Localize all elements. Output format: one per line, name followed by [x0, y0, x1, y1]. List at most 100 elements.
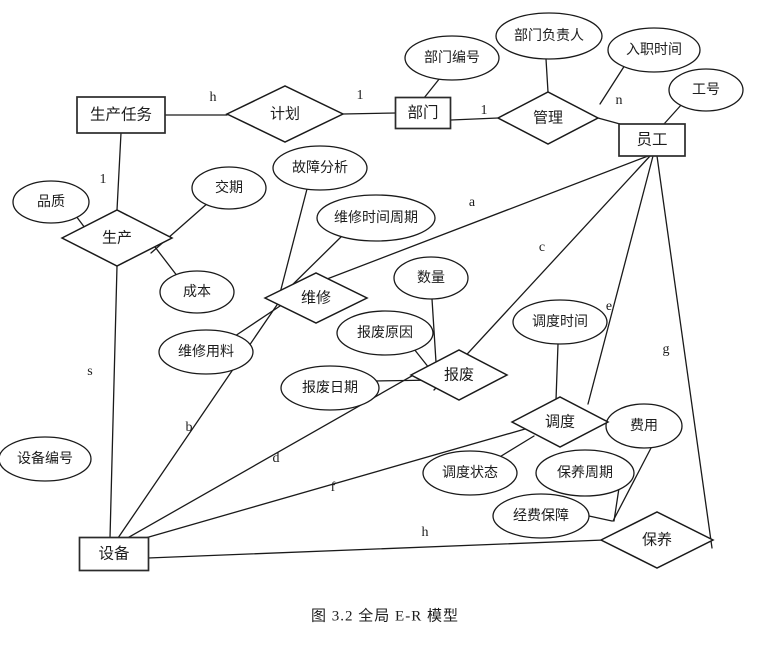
- attribute-label-cost: 成本: [183, 284, 211, 300]
- figure-caption: 图 3.2 全局 E-R 模型: [311, 606, 459, 624]
- connection-line-manage-employee: [597, 117, 621, 125]
- relationship-node-manage[interactable]: 管理: [496, 91, 600, 145]
- attribute-node-funding_guarantee[interactable]: 经费保障: [492, 493, 590, 539]
- edge-label-emp_maint_card: g: [663, 342, 670, 357]
- connection-line-employee-scrap: [433, 155, 651, 391]
- attribute-node-dispatch_status[interactable]: 调度状态: [422, 450, 518, 496]
- edge-label-equip_dispatch_card: f: [331, 480, 336, 495]
- entity-label-employee: 员工: [636, 132, 667, 149]
- attribute-ellipse-repair_material: [158, 329, 254, 375]
- attribute-node-scrap_date[interactable]: 报废日期: [280, 365, 380, 411]
- attribute-line-deptmanager-manage: [545, 58, 549, 93]
- connection-line-equipment-dispatch: [127, 426, 533, 544]
- relationship-node-dispatch[interactable]: 调度: [510, 396, 610, 448]
- attribute-ellipse-scrap_reason: [336, 310, 434, 356]
- attribute-node-quality[interactable]: 品质: [12, 180, 90, 224]
- attribute-ellipse-quantity: [393, 256, 469, 300]
- edge-label-emp_dispatch_card: e: [606, 299, 612, 314]
- connection-line-employee-dispatch: [587, 155, 654, 405]
- attribute-ellipse-equipment_no: [0, 436, 92, 482]
- attribute-label-maintenance_cycle: 保养周期: [557, 465, 613, 481]
- attribute-label-dispatch_status: 调度状态: [442, 465, 498, 481]
- relationship-node-repair[interactable]: 维修: [263, 272, 369, 324]
- edge-label-manage_emp_card: n: [616, 93, 623, 108]
- attribute-ellipse-hire_time: [607, 27, 701, 73]
- relationship-diamond-dispatch: [510, 396, 610, 448]
- attribute-line-dispatchstatus-dispatch: [497, 435, 535, 459]
- relationship-diamond-scrap: [409, 349, 509, 401]
- attribute-node-dept_no[interactable]: 部门编号: [404, 35, 500, 81]
- relationship-node-scrap[interactable]: 报废: [409, 349, 509, 401]
- attribute-node-equipment_no[interactable]: 设备编号: [0, 436, 92, 482]
- entity-box-employee: [618, 123, 686, 157]
- attribute-ellipse-dept_manager: [495, 12, 603, 60]
- edge-label-equip_scrap_card: d: [273, 451, 280, 466]
- attribute-label-fee: 费用: [630, 418, 658, 434]
- edge-label-emp_repair_card: a: [469, 195, 476, 210]
- attribute-ellipse-repair_cycle: [316, 194, 436, 242]
- attribute-ellipse-fault_analysis: [272, 145, 368, 191]
- edge-label-plan_task_card: h: [210, 90, 217, 105]
- attribute-label-funding_guarantee: 经费保障: [513, 508, 569, 524]
- attribute-line-fee-maintenance: [612, 447, 652, 522]
- relationship-connection-layer: [109, 112, 713, 559]
- attribute-node-delivery_date[interactable]: 交期: [191, 166, 267, 210]
- attribute-label-quality: 品质: [37, 194, 65, 210]
- connection-line-plan-dept: [342, 112, 397, 115]
- attribute-label-quantity: 数量: [417, 270, 445, 286]
- attribute-ellipse-quality: [12, 180, 90, 224]
- relationship-node-produce[interactable]: 生产: [60, 209, 174, 267]
- attribute-node-repair_material[interactable]: 维修用料: [158, 329, 254, 375]
- relationship-node-plan[interactable]: 计划: [225, 85, 345, 143]
- attribute-ellipse-funding_guarantee: [492, 493, 590, 539]
- attribute-ellipse-dispatch_time: [512, 299, 608, 345]
- entity-node-department[interactable]: 部门: [394, 96, 452, 130]
- edge-label-equip_maint_card: h: [422, 525, 429, 540]
- entity-box-equipment: [78, 536, 150, 572]
- attribute-node-fault_analysis[interactable]: 故障分析: [272, 145, 368, 191]
- attribute-label-delivery_date: 交期: [215, 179, 243, 196]
- relationship-node-maintenance[interactable]: 保养: [599, 511, 715, 569]
- connection-line-employee-maint: [656, 155, 713, 549]
- entity-node-employee[interactable]: 员工: [618, 123, 686, 157]
- attribute-node-hire_time[interactable]: 入职时间: [607, 27, 701, 73]
- attribute-label-fault_analysis: 故障分析: [292, 160, 348, 176]
- relationship-label-dispatch: 调度: [545, 413, 575, 430]
- entity-label-production_task: 生产任务: [90, 106, 152, 124]
- relationship-diamond-maintenance: [599, 511, 715, 569]
- edge-label-dept_manage_card: 1: [481, 103, 488, 118]
- attribute-line-hiretime-manage: [599, 64, 626, 105]
- attribute-node-fee[interactable]: 费用: [605, 403, 683, 449]
- attribute-label-employee_no: 工号: [692, 83, 720, 98]
- connection-line-equipment-repair: [117, 298, 282, 539]
- edge-label-emp_scrap_card: c: [539, 240, 545, 255]
- attribute-node-quantity[interactable]: 数量: [393, 256, 469, 300]
- attribute-node-maintenance_cycle[interactable]: 保养周期: [535, 449, 635, 497]
- attribute-label-hire_time: 入职时间: [626, 42, 682, 58]
- entity-node-production_task[interactable]: 生产任务: [76, 96, 166, 134]
- attribute-line-funding-maintenance: [588, 515, 613, 522]
- relationship-label-produce: 生产: [102, 229, 132, 246]
- attribute-label-scrap_date: 报废日期: [302, 380, 358, 396]
- attribute-ellipse-employee_no: [668, 68, 744, 112]
- attribute-ellipse-dept_no: [404, 35, 500, 81]
- attribute-label-repair_cycle: 维修时间周期: [334, 210, 418, 226]
- relationship-diamond-plan: [225, 85, 345, 143]
- attribute-ellipse-maintenance_cycle: [535, 449, 635, 497]
- attribute-node-repair_cycle[interactable]: 维修时间周期: [316, 194, 436, 242]
- attribute-node-scrap_reason[interactable]: 报废原因: [336, 310, 434, 356]
- attribute-label-dept_manager: 部门负责人: [514, 28, 584, 44]
- attribute-node-dispatch_time[interactable]: 调度时间: [512, 299, 608, 345]
- edge-label-task_produce_card: 1: [100, 172, 107, 187]
- connection-line-employee-repair: [279, 155, 649, 298]
- attribute-node-cost[interactable]: 成本: [159, 270, 235, 314]
- attribute-node-employee_no[interactable]: 工号: [668, 68, 744, 112]
- entity-node-equipment[interactable]: 设备: [78, 536, 150, 572]
- attribute-label-repair_material: 维修用料: [178, 344, 234, 360]
- connection-line-equipment-maint: [147, 539, 605, 559]
- relationship-diamond-manage: [496, 91, 600, 145]
- attribute-node-dept_manager[interactable]: 部门负责人: [495, 12, 603, 60]
